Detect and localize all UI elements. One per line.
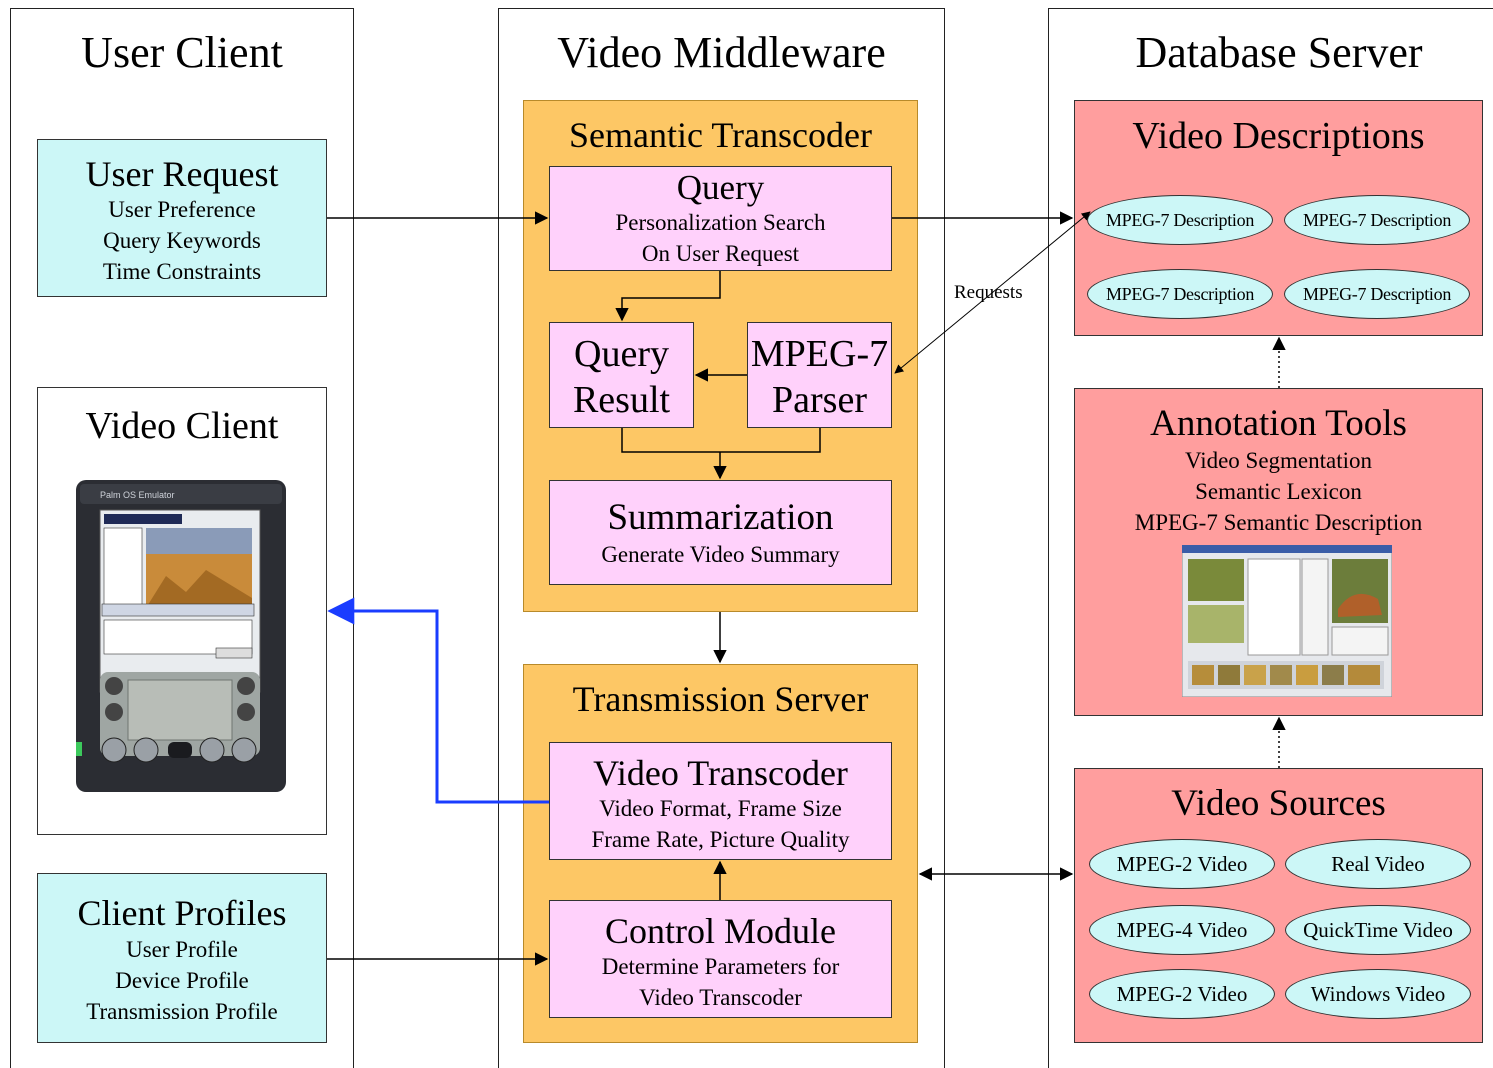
annotation-tools-line: Video Segmentation: [1184, 448, 1373, 473]
query-title: Query: [676, 168, 765, 207]
video-source-ellipse: Real Video: [1285, 839, 1471, 889]
query-result-line: Query: [574, 333, 669, 375]
control-module-line: Video Transcoder: [639, 985, 802, 1010]
client-profiles-line: User Profile: [126, 937, 238, 962]
user-client-title: User Client: [81, 28, 283, 77]
user-request-box: User Request User Preference Query Keywo…: [37, 139, 327, 297]
user-request-title: User Request: [85, 154, 279, 194]
query-result-line: Result: [572, 379, 671, 421]
video-descriptions-box: Video Descriptions MPEG-7 Description MP…: [1074, 100, 1483, 336]
control-module-title: Control Module: [605, 911, 836, 951]
client-profiles-title: Client Profiles: [77, 893, 287, 933]
database-server-column: Database Server: [1048, 8, 1493, 1068]
video-transcoder-title: Video Transcoder: [593, 753, 848, 793]
requests-arrow: [894, 211, 1091, 374]
video-middleware-column: Video Middleware: [498, 8, 945, 1068]
mpeg7-description-ellipse: MPEG-7 Description: [1087, 269, 1273, 319]
video-client-title: Video Client: [85, 405, 279, 447]
mpeg7-description-ellipse: MPEG-7 Description: [1087, 195, 1273, 245]
annotation-tools-title: Annotation Tools: [1150, 403, 1407, 444]
video-middleware-title: Video Middleware: [557, 28, 886, 77]
summarization-box: Summarization Generate Video Summary: [549, 480, 892, 585]
video-transcoder-box: Video Transcoder Video Format, Frame Siz…: [549, 742, 892, 860]
annotation-tools-box: Annotation Tools Video Segmentation Sema…: [1074, 388, 1483, 716]
svg-text:Palm OS Emulator: Palm OS Emulator: [100, 490, 175, 500]
query-to-query-result-arrow: [615, 271, 721, 322]
video-source-ellipse: Windows Video: [1285, 969, 1471, 1019]
mpeg7-description-ellipse: MPEG-7 Description: [1284, 269, 1470, 319]
connector-arrows: [327, 211, 1286, 966]
user-request-line: Time Constraints: [102, 259, 262, 284]
video-client-box: Video Client Palm OS Emulator: [37, 387, 327, 835]
user-request-line: Query Keywords: [103, 228, 261, 253]
mpeg7-description-ellipse: MPEG-7 Description: [1284, 195, 1470, 245]
annotation-tools-line: MPEG-7 Semantic Description: [1134, 510, 1423, 535]
client-profiles-line: Transmission Profile: [86, 999, 278, 1024]
transcoder-to-video-client-arrow: [327, 597, 549, 804]
control-module-box: Control Module Determine Parameters for …: [549, 900, 892, 1018]
video-source-ellipse: MPEG-4 Video: [1089, 905, 1275, 955]
summarization-line: Generate Video Summary: [601, 542, 840, 567]
user-request-line: User Preference: [108, 197, 256, 222]
video-source-ellipse: MPEG-2 Video: [1089, 839, 1275, 889]
video-sources-title: Video Sources: [1171, 783, 1386, 824]
video-sources-box: Video Sources MPEG-2 Video Real Video MP…: [1074, 768, 1483, 1043]
mpeg7-parser-line: Parser: [772, 379, 867, 421]
mpeg7-parser-line: MPEG-7: [750, 333, 889, 375]
summarization-title: Summarization: [607, 497, 834, 538]
query-box: Query Personalization Search On User Req…: [549, 166, 892, 271]
annotation-tool-screenshot-icon: [1182, 545, 1392, 697]
transmission-server-title: Transmission Server: [572, 679, 869, 719]
control-module-line: Determine Parameters for: [601, 954, 840, 979]
query-result-box: Query Result: [549, 322, 694, 428]
annotation-tools-line: Semantic Lexicon: [1195, 479, 1362, 504]
requests-label: Requests: [954, 282, 1023, 303]
user-client-column: User Client: [10, 8, 354, 1068]
video-transcoder-line: Frame Rate, Picture Quality: [591, 827, 850, 852]
semantic-transcoder-title: Semantic Transcoder: [569, 115, 872, 155]
video-transcoder-line: Video Format, Frame Size: [599, 796, 842, 821]
merge-to-summarization-arrow: [621, 428, 821, 478]
query-line: On User Request: [641, 241, 800, 266]
database-server-title: Database Server: [1135, 28, 1423, 77]
client-profiles-box: Client Profiles User Profile Device Prof…: [37, 873, 327, 1043]
video-source-ellipse: QuickTime Video: [1285, 905, 1471, 955]
video-source-ellipse: MPEG-2 Video: [1089, 969, 1275, 1019]
pda-device-icon: Palm OS Emulator: [76, 480, 286, 792]
mpeg7-parser-box: MPEG-7 Parser: [747, 322, 892, 428]
video-descriptions-title: Video Descriptions: [1132, 115, 1425, 157]
client-profiles-line: Device Profile: [115, 968, 249, 993]
query-line: Personalization Search: [615, 210, 826, 235]
